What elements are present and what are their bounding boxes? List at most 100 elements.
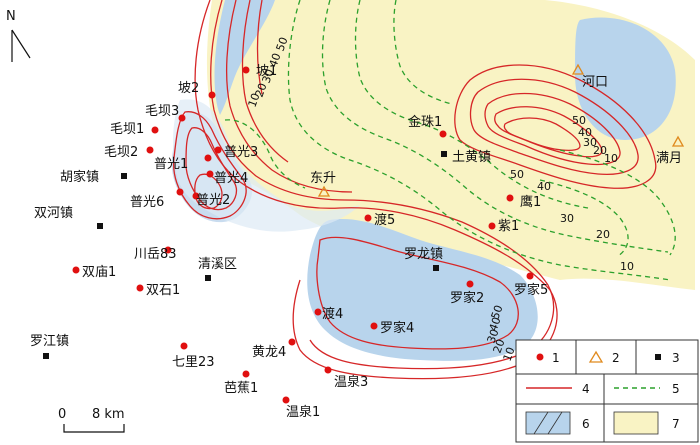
well-label: 普光2 [196, 193, 230, 208]
well-label: 鹰1 [520, 194, 541, 210]
svg-text:50: 50 [274, 35, 291, 53]
green-dashed-contours [224, 0, 676, 281]
outcrop-marker [671, 135, 685, 147]
svg-text:0: 0 [58, 407, 66, 422]
well-label: 罗家5 [514, 282, 548, 298]
legend-well-symbol [536, 353, 544, 361]
well-label: 紫1 [498, 219, 519, 234]
well-label: 七里23 [172, 355, 215, 370]
well-label: 双石1 [146, 283, 180, 298]
outcrop-label: 河口 [582, 75, 608, 90]
svg-text:30: 30 [260, 67, 277, 85]
well-label: 芭蕉1 [224, 381, 258, 396]
svg-text:20: 20 [253, 81, 270, 99]
town-marker [441, 151, 447, 157]
well-label: 普光1 [154, 157, 188, 172]
well-label: 渡5 [374, 212, 395, 228]
well-label: 毛坝2 [104, 145, 138, 160]
town-label: 罗江镇 [30, 334, 69, 349]
town-label: 清溪区 [198, 257, 237, 272]
svg-text:3: 3 [672, 351, 680, 365]
svg-text:40: 40 [267, 51, 284, 69]
town-marker [97, 223, 103, 229]
town-label: 胡家镇 [60, 169, 99, 185]
svg-text:10: 10 [604, 152, 618, 165]
scale-bar: 0 8 km [58, 407, 125, 433]
well-marker [314, 308, 322, 316]
light-blue-halo [173, 99, 360, 232]
well-label: 温泉1 [286, 404, 320, 420]
town-label: 土黄镇 [452, 150, 491, 165]
svg-text:50: 50 [510, 168, 524, 181]
town-marker [43, 353, 49, 359]
outcrop-marker [317, 185, 331, 197]
well-label: 普光6 [130, 195, 164, 210]
well-marker [136, 284, 144, 292]
svg-text:20: 20 [596, 228, 610, 241]
well-label: 温泉3 [334, 374, 368, 390]
well-label: 川岳83 [134, 247, 177, 262]
well-marker [488, 222, 496, 230]
outcrop-marker [571, 63, 585, 75]
svg-text:10: 10 [246, 91, 263, 109]
svg-text:6: 6 [582, 417, 590, 431]
well-label: 罗家2 [450, 290, 484, 306]
contour-labels: 50 40 30 20 10 50 40 30 20 10 50 40 30 2… [246, 35, 634, 363]
well-marker [206, 170, 214, 178]
svg-text:1: 1 [552, 351, 560, 365]
well-marker [151, 126, 159, 134]
blue-region-hekou [575, 17, 676, 140]
north-arrow: N [6, 9, 31, 62]
svg-text:10: 10 [620, 260, 634, 273]
town-label: 双河镇 [34, 206, 73, 221]
well-marker [214, 146, 222, 154]
town-marker [121, 173, 127, 179]
well-label: 毛坝1 [110, 122, 144, 137]
svg-text:40: 40 [537, 180, 551, 193]
outcrop-label: 东升 [310, 171, 336, 186]
well-label: 毛坝3 [145, 104, 179, 119]
town-marker [205, 275, 211, 281]
svg-text:20: 20 [491, 337, 508, 355]
well-label: 罗家4 [380, 320, 414, 336]
well-marker [364, 214, 372, 222]
svg-text:4: 4 [582, 382, 590, 396]
legend-town-symbol [655, 354, 661, 360]
well-marker [176, 188, 184, 196]
well-marker [506, 194, 514, 202]
town-marker [433, 265, 439, 271]
well-label: 坡2 [178, 81, 199, 96]
well-marker [192, 192, 200, 200]
svg-text:30: 30 [485, 327, 502, 345]
svg-text:50: 50 [489, 303, 506, 321]
well-marker [466, 280, 474, 288]
blue-region-south [307, 219, 538, 361]
town-label: 罗龙镇 [404, 247, 443, 262]
svg-text:40: 40 [487, 315, 504, 333]
well-marker [72, 266, 80, 274]
well-marker [208, 91, 216, 99]
svg-text:N: N [6, 9, 16, 24]
svg-text:10: 10 [501, 345, 518, 363]
well-marker [146, 146, 154, 154]
svg-text:50: 50 [572, 114, 586, 127]
well-label: 普光3 [224, 145, 258, 160]
outcrop-label: 满月 [656, 151, 682, 166]
well-marker [164, 246, 172, 254]
well-label: 黄龙4 [252, 345, 286, 360]
legend-outcrop-symbol [588, 350, 604, 363]
svg-text:40: 40 [578, 126, 592, 139]
well-marker [242, 66, 250, 74]
svg-text:8 km: 8 km [92, 407, 125, 422]
svg-text:20: 20 [593, 144, 607, 157]
well-marker [288, 338, 296, 346]
well-label: 坡1 [256, 64, 277, 79]
well-marker [180, 342, 188, 350]
legend-yellow-fill-symbol [613, 411, 659, 435]
legend: 1 2 3 4 5 6 7 [515, 339, 699, 443]
svg-text:30: 30 [583, 136, 597, 149]
well-marker [526, 272, 534, 280]
